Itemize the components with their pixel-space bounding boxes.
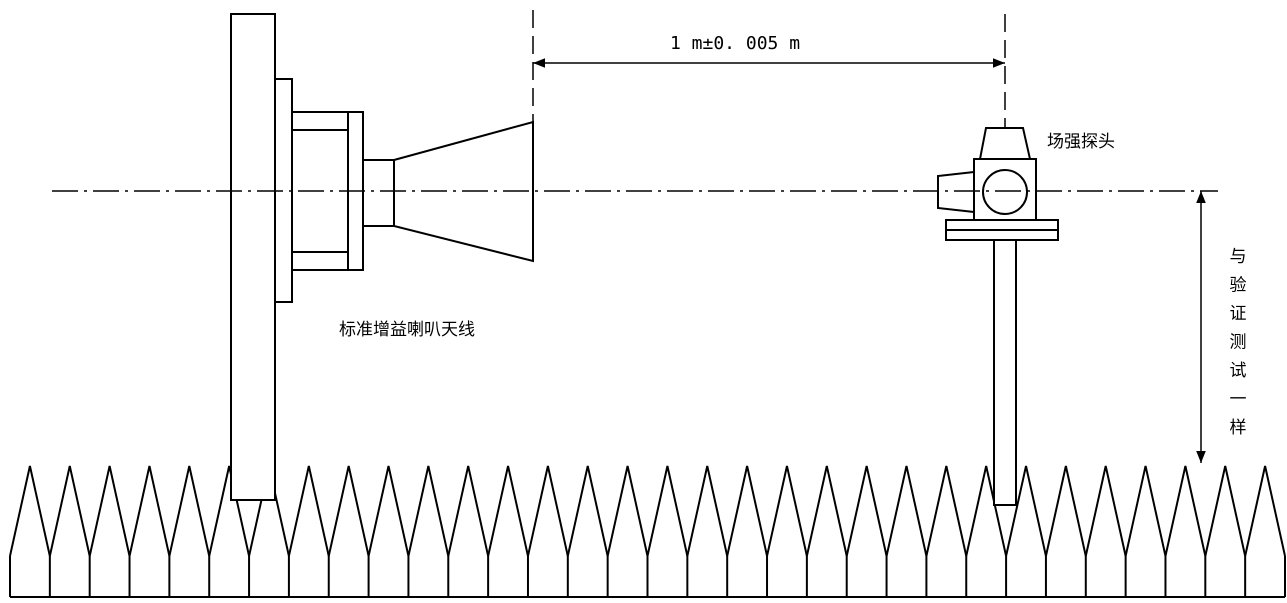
absorber-spike [287, 465, 330, 557]
probe-side-sensor [937, 170, 975, 214]
antenna-adapter-block [291, 111, 349, 271]
absorber-spike [1204, 465, 1247, 557]
height-label-char: 测 [1230, 333, 1247, 353]
absorber-spike [208, 465, 251, 557]
probe-label: 场强探头 [1047, 132, 1115, 152]
absorber-spike [686, 465, 729, 557]
absorber-spike [9, 465, 51, 557]
absorber-spike [845, 465, 888, 557]
antenna-label: 标准增益喇叭天线 [339, 320, 475, 340]
absorber-spike [447, 465, 490, 557]
absorber-spike [646, 465, 689, 557]
waveguide-section [362, 159, 395, 227]
absorber-spike [965, 465, 1008, 557]
height-label-char: 试 [1230, 361, 1247, 381]
absorber-spike [526, 465, 569, 557]
absorber-spike [1044, 465, 1087, 557]
absorber-spike [1005, 465, 1047, 557]
probe-stand-post [993, 239, 1017, 506]
absorber-floor [9, 465, 1286, 598]
absorber-spike [128, 465, 171, 557]
absorber-spike [1244, 465, 1286, 557]
height-label-char: 样 [1230, 418, 1247, 438]
absorber-spike [885, 465, 928, 557]
absorber-spike [1084, 465, 1127, 557]
absorber-spike [487, 465, 529, 557]
absorber-spike [88, 465, 131, 557]
absorber-spike [407, 465, 450, 557]
probe-sensor-circle [982, 169, 1028, 215]
height-label-char: 与 [1230, 247, 1247, 267]
height-label-char: 验 [1230, 276, 1247, 296]
absorber-spike [566, 465, 609, 557]
absorber-spike [805, 465, 848, 557]
distance-label: 1 m±0. 005 m [670, 33, 800, 54]
absorber-spike [1124, 465, 1167, 557]
mount-post [230, 13, 276, 501]
absorber-spike [925, 465, 968, 557]
height-label-char: 证 [1230, 304, 1247, 324]
height-label-char: 一 [1230, 390, 1247, 410]
absorber-spike [726, 465, 769, 557]
absorber-spike [1164, 465, 1207, 557]
absorber-spike [327, 465, 370, 557]
absorber-spike [606, 465, 649, 557]
absorber-spike [168, 465, 211, 557]
probe-top-cap [978, 127, 1032, 160]
absorber-spike [48, 465, 91, 557]
absorber-spike [367, 465, 410, 557]
antenna-mount [230, 13, 534, 501]
field-probe-assembly [937, 127, 1059, 506]
absorber-spike [766, 465, 808, 557]
